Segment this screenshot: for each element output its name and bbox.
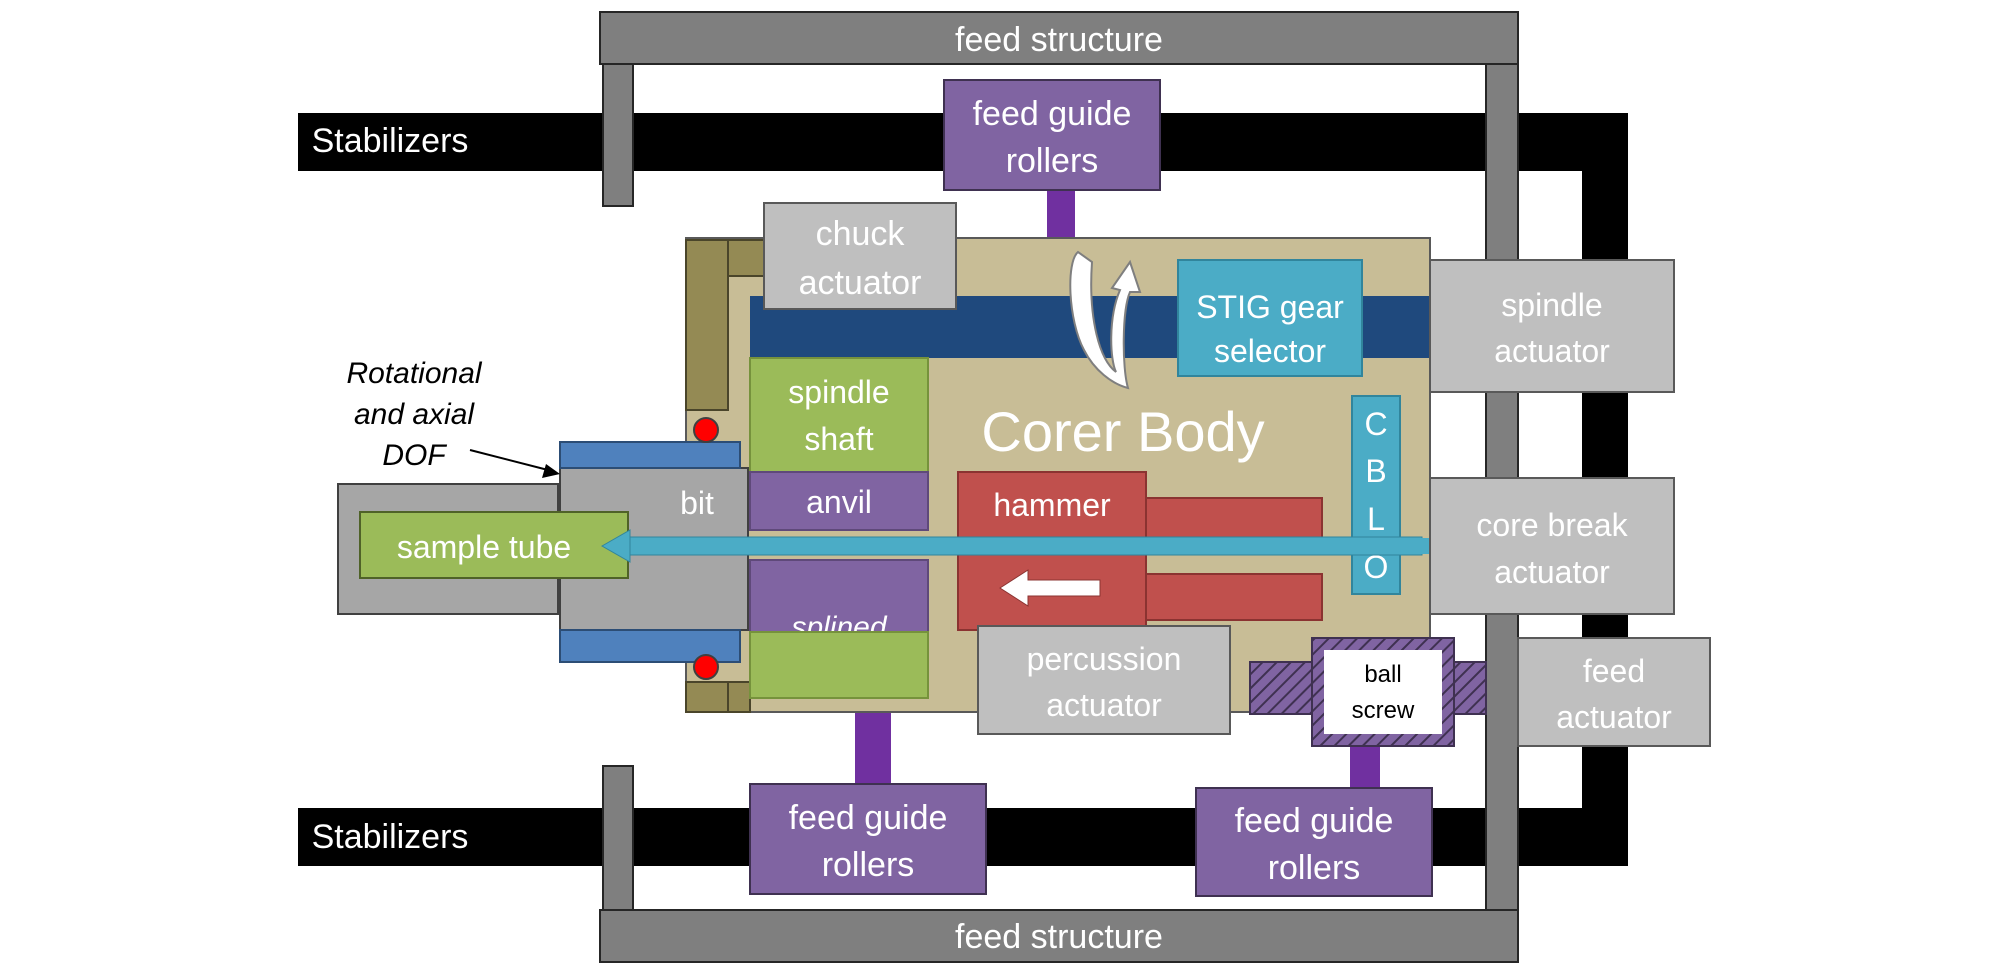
percussion-actuator-label-1: percussion: [1027, 641, 1182, 677]
feed-guide-rollers-bottom-left: [749, 783, 987, 895]
feed-guide-rollers-bottom-left-label-1: feed guide: [789, 799, 948, 837]
feed-structure-post-bottom-left: [602, 765, 634, 911]
ball-screw-label-2: screw: [1352, 697, 1415, 724]
chuck-actuator: [763, 202, 957, 310]
anvil-label: anvil: [806, 484, 872, 520]
bit-label: bit: [680, 485, 714, 521]
bit-sleeve-top: [559, 441, 741, 469]
hammer-rod-lower: [1145, 573, 1323, 621]
corer-body-label: Corer Body: [981, 400, 1264, 463]
stabilizers-bottom-label: Stabilizers: [312, 818, 469, 856]
dof-annotation-line-2: and axial: [354, 398, 475, 431]
hammer-rod-upper: [1145, 497, 1323, 545]
cblo-letter-c: C: [1364, 406, 1387, 442]
hammer-label: hammer: [993, 487, 1111, 523]
spindle-actuator-label-1: spindle: [1501, 287, 1602, 323]
chuck-lower: [685, 681, 729, 713]
chuck-actuator-label-2: actuator: [799, 264, 922, 302]
feed-guide-rollers-bottom-left-label-2: rollers: [822, 846, 915, 884]
feed-structure-bottom-label: feed structure: [955, 918, 1163, 956]
feed-actuator: [1517, 637, 1711, 747]
feed-guide-rollers-top-label-1: feed guide: [973, 95, 1132, 133]
chuck-upper-left: [685, 239, 729, 411]
stig-gear-selector-label-1: STIG gear: [1196, 289, 1344, 325]
feed-guide-rollers-bottom-right-label-2: rollers: [1268, 849, 1361, 887]
splined-lower: [749, 631, 929, 699]
stig-gear-selector-label-2: selector: [1214, 333, 1326, 369]
spindle-actuator-label-2: actuator: [1494, 333, 1610, 369]
roller-stem-top: [1047, 190, 1075, 238]
feed-guide-rollers-bottom-right-label-1: feed guide: [1235, 802, 1394, 840]
cblo-column: [1351, 395, 1401, 595]
percussion-actuator: [977, 625, 1231, 735]
spindle-shaft-label-1: spindle: [788, 374, 889, 410]
rotation-arrow-icon: [1069, 250, 1142, 390]
dof-annotation-line-3: DOF: [382, 439, 447, 472]
core-break-actuator-label-2: actuator: [1494, 554, 1610, 590]
chuck-lower-small: [727, 681, 751, 713]
spindle-shaft: [749, 357, 929, 473]
feed-guide-rollers-bottom-right: [1195, 787, 1433, 897]
spindle-actuator: [1429, 259, 1675, 393]
roller-stem-bottom-right: [1350, 742, 1380, 788]
feed-actuator-label-1: feed: [1583, 653, 1645, 689]
cblo-letter-l: L: [1367, 501, 1385, 537]
bearing-top: [693, 417, 719, 443]
dof-annotation-line-1: Rotational: [346, 357, 482, 390]
ball-screw-inner: [1324, 650, 1442, 734]
stabilizers-top-label: Stabilizers: [312, 122, 469, 160]
feed-guide-rollers-top: [943, 79, 1161, 191]
core-break-actuator: [1429, 477, 1675, 615]
sample-tube: [359, 511, 629, 579]
percussion-actuator-label-2: actuator: [1046, 687, 1162, 723]
splined-section: [749, 559, 929, 633]
sample-rod-arrowhead: [600, 529, 631, 563]
roller-stem-bottom-left: [855, 712, 891, 784]
spindle-shaft-label-2: shaft: [804, 421, 873, 457]
bearing-bottom: [693, 654, 719, 680]
feed-structure-post-top-left: [602, 63, 634, 207]
chuck-actuator-label: chuck: [816, 215, 906, 253]
stig-gear-selector: [1177, 259, 1363, 377]
feed-structure-top-bar: [599, 11, 1519, 65]
sample-rod-right: [1400, 538, 1430, 554]
core-break-actuator-label-1: core break: [1476, 507, 1628, 543]
anvil: [749, 471, 929, 531]
ball-screw-label-1: ball: [1364, 661, 1401, 688]
sample-rod: [627, 536, 1423, 556]
sample-tube-label: sample tube: [397, 529, 571, 565]
feed-structure-bottom-bar: [599, 909, 1519, 963]
arrow-left-icon: [999, 569, 1101, 607]
feed-guide-rollers-top-label-2: rollers: [1006, 142, 1099, 180]
feed-structure-top-label: feed structure: [955, 21, 1163, 59]
feed-actuator-label-2: actuator: [1556, 699, 1672, 735]
pointer-arrow-icon: [469, 449, 560, 478]
chuck-upper-right: [727, 239, 765, 277]
cblo-letter-b: B: [1365, 453, 1386, 489]
